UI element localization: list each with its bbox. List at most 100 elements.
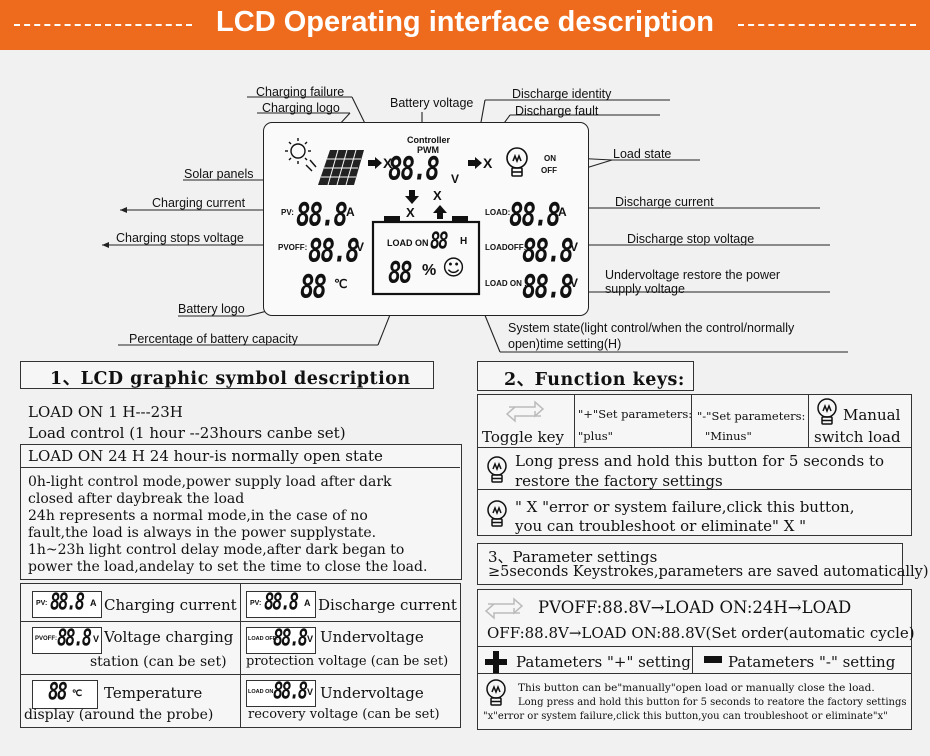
battery-percent-unit: % <box>422 262 437 279</box>
page-title: LCD Operating interface description <box>216 6 714 38</box>
label-system-state-1: System state(light control/when the cont… <box>508 321 795 335</box>
time-setting-unit: H <box>460 236 468 247</box>
label-system-state-2: open)time setting(H) <box>508 337 622 351</box>
battery-percent-readout: 88 <box>388 257 412 291</box>
label-charging-logo: Charging logo <box>262 101 340 115</box>
discharge-current-unit: A <box>558 205 567 219</box>
section1-line2: Load control (1 hour --23hours canbe set… <box>28 424 346 442</box>
section1-title: 1、LCD graphic symbol description <box>50 369 411 389</box>
mini-lcd-load <box>246 591 316 618</box>
manual-label-1: Manual <box>843 406 901 424</box>
down-arrow-icon <box>405 190 419 204</box>
label-discharge-stop-voltage: Discharge stop voltage <box>627 232 755 246</box>
label-discharge-fault: Discharge fault <box>515 104 599 118</box>
note-bulb-icon[interactable] <box>484 678 508 708</box>
manual-label-2: switch load <box>814 428 901 446</box>
sequence-line2: OFF:88.8V→LOAD ON:88.8V(Set order(automa… <box>487 624 915 642</box>
lightbulb-icon <box>506 147 528 177</box>
minus-key-line2: "Minus" <box>705 429 752 443</box>
cell-discharge-current: Discharge current <box>318 596 457 614</box>
mini-temp-unit: ℃ <box>72 688 83 698</box>
charging-stop-voltage-readout: 88.8 <box>308 232 360 270</box>
plus-setting-label: Patameters "+" setting <box>516 653 691 671</box>
long-press-line1: Long press and hold this button for 5 se… <box>515 452 885 470</box>
charging-current-readout: 88.8 <box>296 196 348 234</box>
mini-loadon-unit: V <box>307 687 314 697</box>
minus-icon[interactable] <box>704 656 722 664</box>
discharge-fault-x: X <box>483 155 493 171</box>
mini-lcd-pvoff <box>32 627 102 654</box>
mini-pv-readout: 88.8 <box>50 589 85 616</box>
mini-load-label: PV: <box>250 600 262 607</box>
pvoff-label: PVOFF: <box>278 243 308 252</box>
mini-temp-readout: 88 <box>48 678 68 707</box>
long-press-bulb-icon[interactable] <box>485 455 509 485</box>
section1-para-5: power the load,andelay to set the time t… <box>28 559 428 575</box>
lcd-panel <box>263 122 589 316</box>
section1-para-1: closed after daybreak the load <box>28 491 245 507</box>
battery-icon <box>371 216 481 296</box>
section1-para-2: 24h represents a normal mode,in the case… <box>28 508 368 524</box>
temperature-unit: ℃ <box>334 277 348 291</box>
loadon-label: LOAD ON : <box>485 279 527 288</box>
parameter-grid <box>477 589 912 730</box>
manual-switch-bulb-icon[interactable] <box>815 397 839 427</box>
mini-loadoff-label: LOAD OFF: <box>248 636 278 642</box>
cell-temperature: Temperature <box>104 684 203 702</box>
load-off-text: OFF <box>541 166 557 175</box>
smile-icon: ☺ <box>442 256 465 281</box>
battery-voltage-readout: 88.8 <box>388 150 440 188</box>
note-line1: This button can be"manually"open load or… <box>518 682 875 694</box>
toggle-key-label: Toggle key <box>482 428 564 446</box>
error-bulb-icon[interactable] <box>485 499 509 529</box>
cell-charging-current: Charging current <box>104 596 237 614</box>
toggle-key-icon[interactable] <box>505 398 545 424</box>
charging-failure-x: X <box>383 155 393 171</box>
section3-line: ≥5seconds Keystrokes,parameters are save… <box>488 564 929 580</box>
section2-title: 2、Function keys: <box>504 370 685 390</box>
load-on-text: ON <box>544 154 556 163</box>
label-load-state: Load state <box>613 147 672 161</box>
discharge-x-mark: X <box>433 188 442 203</box>
section1-mode-box <box>20 444 462 580</box>
label-discharge-current: Discharge current <box>615 195 714 209</box>
mini-lcd-temp <box>32 680 98 709</box>
symbol-grid <box>20 583 461 728</box>
charging-stop-voltage-unit: V <box>356 240 365 254</box>
mini-load-unit: A <box>304 598 311 608</box>
battery-voltage-unit: V <box>451 172 460 186</box>
banner-dash-right <box>738 24 916 26</box>
mini-lcd-loadoff <box>246 627 316 654</box>
mini-load-readout: 88.8 <box>264 589 299 616</box>
section1-line3: LOAD ON 24 H 24 hour-is normally open st… <box>28 447 383 465</box>
mini-pv-unit: A <box>90 598 97 608</box>
cell-station: station (can be set) <box>90 654 227 670</box>
cell-undervoltage: Undervoltage <box>320 628 424 646</box>
mini-loadon-label: LOAD ON : <box>248 689 277 695</box>
label-percentage-capacity: Percentage of battery capacity <box>129 332 298 346</box>
mini-lcd-loadon <box>246 680 316 707</box>
undervoltage-restore-readout: 88.8 <box>522 268 574 306</box>
mini-lcd-pv <box>32 591 102 618</box>
plus-icon[interactable] <box>485 651 507 673</box>
section1-line1: LOAD ON 1 H---23H <box>28 403 183 421</box>
cell-display-probe: display (around the probe) <box>24 707 214 723</box>
section1-para-4: 1h~23h light control delay mode,after da… <box>28 542 405 558</box>
function-keys-grid <box>477 394 912 536</box>
mini-loadoff-unit: V <box>307 634 314 644</box>
section2-title-box <box>477 361 694 391</box>
sequence-line1: PVOFF:88.8V→LOAD ON:24H→LOAD <box>538 598 852 617</box>
minus-setting-label: Patameters "-" setting <box>728 653 896 671</box>
plus-key-line2: "plus" <box>578 429 613 443</box>
mini-loadon-readout: 88.8 <box>273 678 308 705</box>
charge-x-mark: X <box>406 205 415 220</box>
charging-current-unit: A <box>346 205 355 219</box>
label-charging-current: Charging current <box>152 196 246 210</box>
minus-key-line1: "-"Set parameters: <box>697 409 806 423</box>
label-charging-failure: Charging failure <box>256 85 345 99</box>
discharge-stop-voltage-unit: V <box>570 240 579 254</box>
section1-para-3: fault,the load is always in the power su… <box>28 525 377 541</box>
plus-key-line1: "+"Set parameters: <box>578 407 693 421</box>
label-battery-logo: Battery logo <box>178 302 245 316</box>
section1-title-box <box>20 361 434 389</box>
